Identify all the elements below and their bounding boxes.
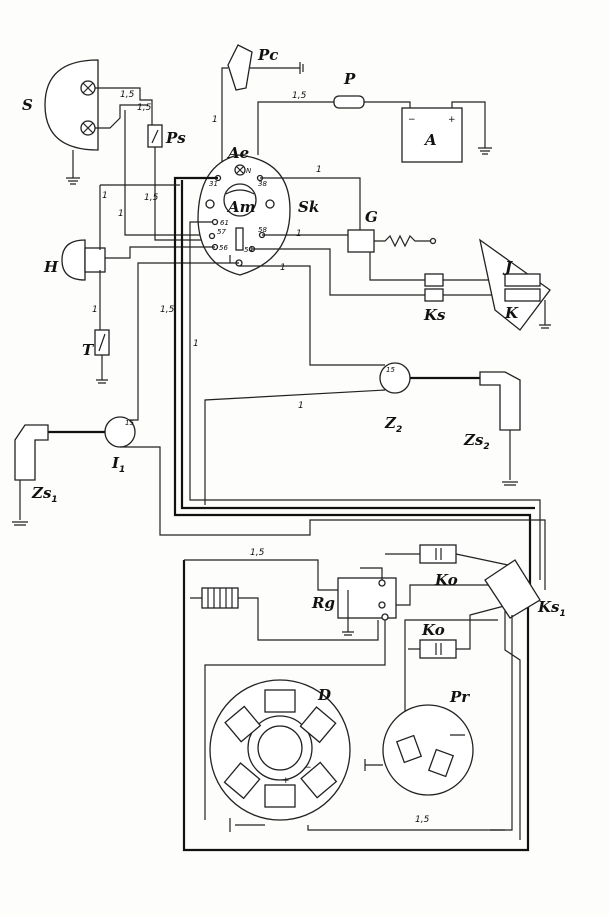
- battery-a: [401, 107, 463, 163]
- label-zs2: Zs2: [463, 431, 490, 452]
- regulator-rg: [337, 577, 397, 619]
- label-am: Am: [226, 198, 256, 216]
- gauge-label: 1: [296, 229, 302, 239]
- terminal-57: 57: [217, 228, 226, 236]
- spark-plug-cap-zs1: [14, 424, 49, 481]
- label-g: G: [365, 208, 378, 226]
- terminal-56: 56: [219, 244, 228, 252]
- gauge-label: 1,5: [415, 815, 430, 825]
- gauge-label: 1,5: [144, 193, 159, 203]
- gauge-label: 1,5: [120, 90, 135, 100]
- headlamp-s: [44, 59, 99, 185]
- battery-plus: +: [448, 115, 456, 125]
- dynamo-d: [209, 679, 351, 821]
- label-rg: Rg: [311, 594, 335, 612]
- connector-ks-1: [424, 273, 444, 287]
- label-ks1: Ks1: [537, 598, 566, 619]
- label-pc: Pc: [257, 46, 278, 64]
- capacitor-ko-1: [419, 544, 457, 564]
- label-j: J: [502, 258, 513, 276]
- bulb-k: [504, 288, 541, 302]
- label-d: D: [317, 686, 331, 704]
- label-pr: Pr: [449, 688, 470, 706]
- battery-minus: −: [408, 115, 416, 125]
- gauge-label: 1: [298, 401, 304, 411]
- fuse-p: [333, 95, 365, 109]
- label-h: H: [43, 258, 59, 276]
- ignition-coil-z2: [379, 362, 411, 394]
- horn-button-pc: [227, 44, 304, 91]
- gauge-label: 1,5: [250, 548, 265, 558]
- gauge-label: 1: [118, 209, 124, 219]
- dynamo-plus: +: [282, 776, 290, 786]
- gauge-label: 1: [92, 305, 98, 315]
- label-ps: Ps: [165, 129, 186, 147]
- gauge-label: 1: [316, 165, 322, 175]
- dynamo-minus: −: [304, 763, 312, 773]
- label-ks: Ks: [423, 306, 446, 324]
- terminal-38: 38: [258, 180, 267, 188]
- label-i1: I1: [111, 454, 125, 475]
- contact-breaker-pr: [382, 704, 474, 796]
- resistor-g: [347, 229, 375, 253]
- terminal-block-ks1: [484, 559, 541, 619]
- terminal-15: 15: [125, 419, 134, 427]
- terminal-61: 61: [220, 219, 229, 227]
- spark-plug-cap-zs2: [479, 371, 521, 431]
- terminal-15-z2: 15: [386, 366, 395, 374]
- gauge-label: 1,5: [160, 305, 175, 315]
- bulb-j: [504, 273, 541, 287]
- label-zs1: Zs1: [31, 484, 58, 505]
- gauge-label: 1,5: [292, 91, 307, 101]
- gauge-label: 1: [280, 263, 286, 273]
- label-s: S: [22, 96, 33, 114]
- gauge-label: 1: [212, 115, 218, 125]
- label-z2: Z2: [384, 414, 402, 435]
- terminal-n: N: [246, 167, 252, 175]
- label-t: T: [82, 341, 95, 359]
- label-ko-2: Ko: [421, 621, 445, 639]
- ignition-switchbox-sk: [197, 154, 291, 276]
- gauge-label: 1: [193, 339, 199, 349]
- horn-h: [61, 239, 86, 281]
- label-k: K: [504, 304, 519, 322]
- gauge-label: 1: [102, 191, 108, 201]
- terminal-58: 58: [258, 226, 267, 234]
- label-ae: Ae: [226, 144, 249, 162]
- label-ko-1: Ko: [434, 571, 458, 589]
- connector-ks-2: [424, 288, 444, 302]
- label-a: A: [423, 131, 437, 149]
- label-sk: Sk: [298, 198, 319, 216]
- capacitor-ko-2: [419, 639, 457, 659]
- terminal-54: 54: [244, 246, 253, 254]
- label-p: P: [343, 70, 356, 88]
- terminal-31: 31: [209, 180, 218, 188]
- gauge-label: 1,5: [137, 103, 152, 113]
